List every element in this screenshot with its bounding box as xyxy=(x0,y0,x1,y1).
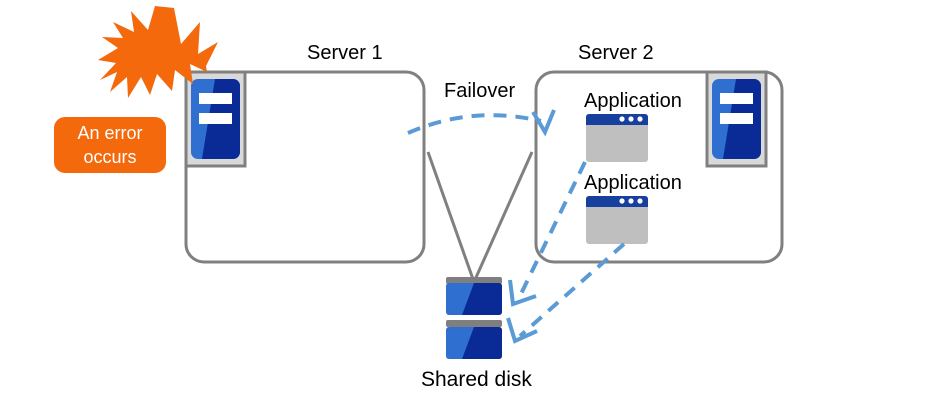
server-rack-icon xyxy=(705,70,768,168)
error-label-box xyxy=(54,117,166,173)
server-rack-icon xyxy=(184,70,247,168)
application-label-1: Application xyxy=(584,90,682,112)
connector-server2-disk xyxy=(472,151,534,283)
application-window-icon xyxy=(586,196,648,244)
connector-server1-disk xyxy=(426,151,476,283)
application-window-icon xyxy=(586,114,648,162)
disk-access-dashed-arrow-icon xyxy=(508,161,587,307)
server-to-disk-connectors xyxy=(426,151,534,283)
shared-disk-icon xyxy=(446,277,502,359)
failover-dashed-arrow-icon xyxy=(407,109,556,137)
failover-label: Failover xyxy=(444,80,516,102)
shared-disk-label: Shared disk xyxy=(421,368,532,391)
error-burst-icon xyxy=(98,6,218,98)
page-title-server2: Server 2 xyxy=(578,42,654,64)
disk-access-dashed-arrow-icon xyxy=(506,242,626,344)
page-title-server1: Server 1 xyxy=(307,42,383,64)
application-label-2: Application xyxy=(584,172,682,194)
